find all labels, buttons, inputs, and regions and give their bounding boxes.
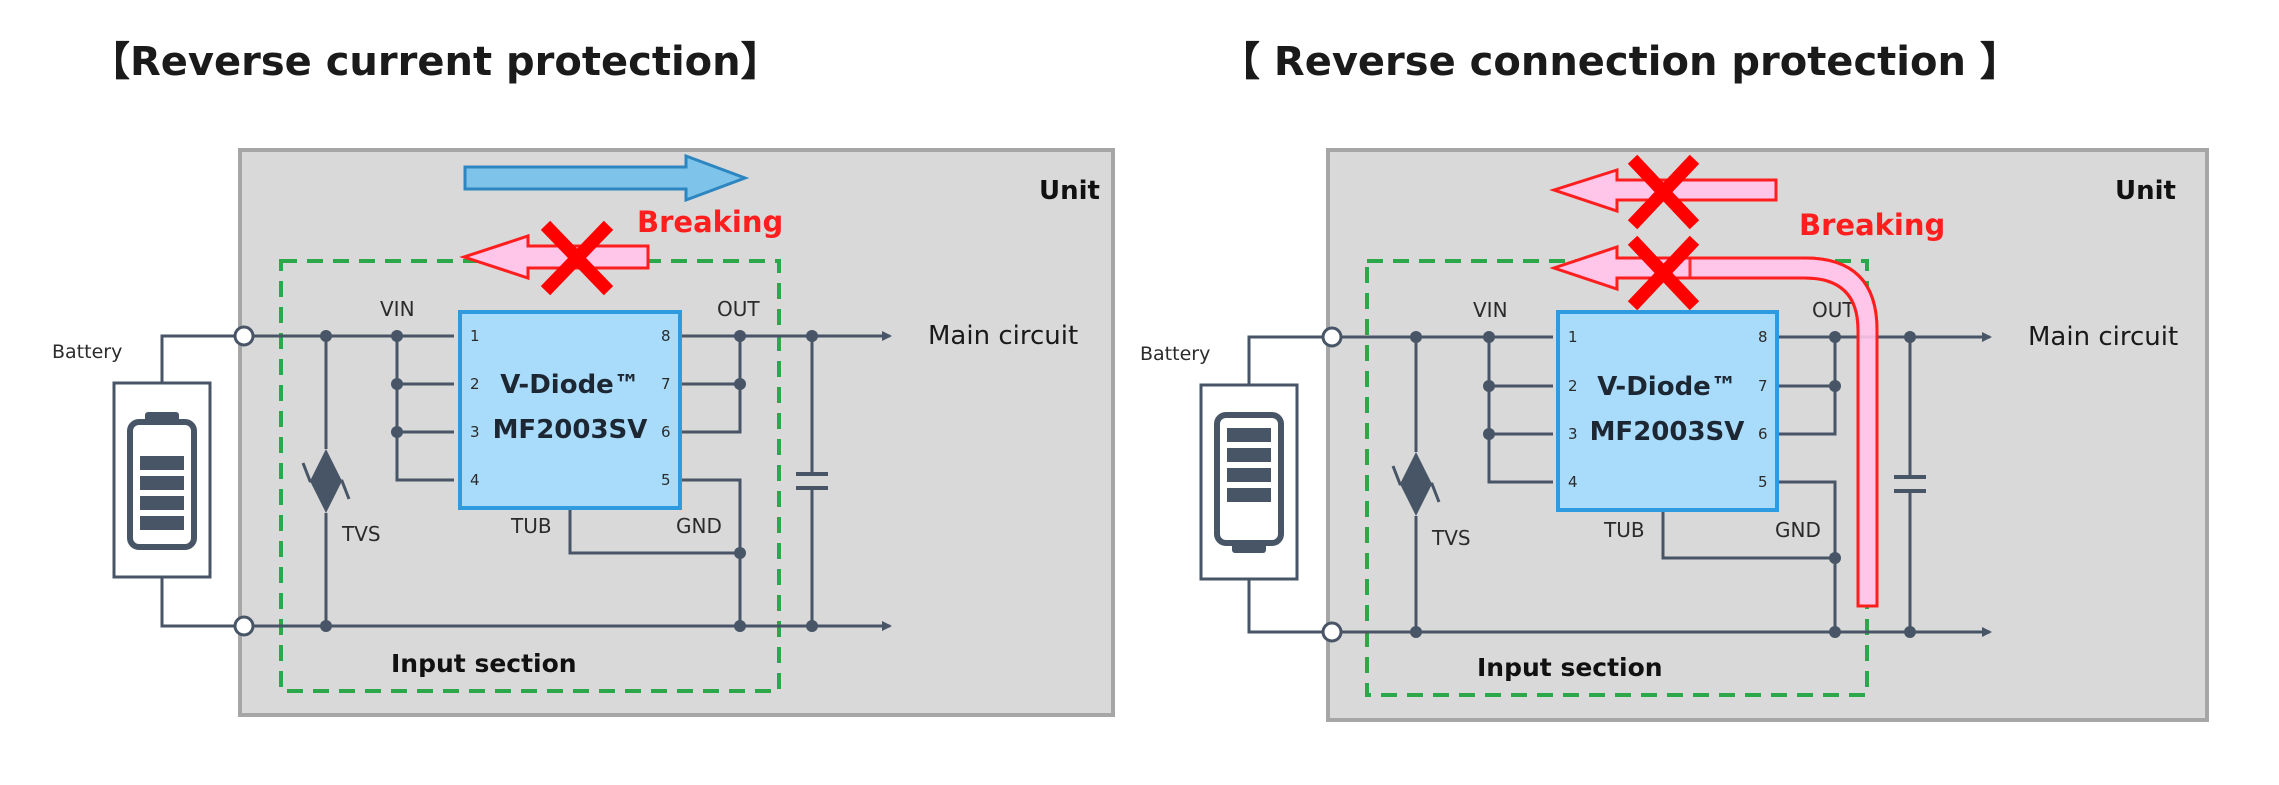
terminal-positive [1321, 326, 1343, 348]
battery-label: Battery [52, 341, 122, 363]
pin-7: 7 [1758, 377, 1768, 395]
pin-5: 5 [661, 471, 671, 489]
panel-title: 【 Reverse connection protection 】 [1220, 39, 2020, 85]
junction-dots [320, 330, 818, 632]
terminal-positive [233, 325, 255, 347]
breaking-label: Breaking [1799, 208, 1945, 242]
out-label: OUT [717, 297, 760, 321]
tvs-diode-symbol [1391, 452, 1441, 516]
vin-label: VIN [380, 297, 415, 321]
pin-1: 1 [1568, 328, 1578, 346]
pin-6: 6 [1758, 425, 1768, 443]
battery-icon [112, 381, 212, 579]
gnd-label: GND [676, 514, 722, 538]
reverse-current-arrow [459, 233, 650, 281]
v-diode-chip [1556, 310, 1779, 512]
pin-5: 5 [1758, 473, 1768, 491]
circuit-wiring [1247, 332, 1992, 637]
panel-reverse-connection: 【 Reverse connection protection 】 Unit I… [1140, 39, 2209, 722]
tub-label: TUB [1603, 518, 1645, 542]
pin-8: 8 [661, 327, 671, 345]
input-section-label: Input section [391, 649, 577, 678]
pin-8: 8 [1758, 328, 1768, 346]
cross-mark [540, 220, 614, 296]
breaking-label: Breaking [637, 205, 783, 239]
panel-reverse-current: 【Reverse current protection】 Unit Input … [52, 39, 1115, 717]
reverse-path-overlay [1688, 256, 1879, 608]
battery-label: Battery [1140, 343, 1210, 365]
pin-3: 3 [470, 423, 480, 441]
pin-6: 6 [661, 423, 671, 441]
chip-part-number: MF2003SV [493, 415, 648, 445]
main-circuit-label: Main circuit [2028, 322, 2178, 352]
panel-title: 【Reverse current protection】 [90, 39, 781, 85]
chip-name: V-Diode™ [1597, 372, 1737, 402]
tvs-diode-symbol [301, 449, 351, 513]
pin-2: 2 [1568, 377, 1578, 395]
tvs-label: TVS [1431, 526, 1471, 550]
cross-mark-bottom [1627, 235, 1700, 311]
cross-mark-top [1627, 154, 1700, 230]
tub-label: TUB [510, 514, 552, 538]
unit-label: Unit [2115, 176, 2176, 206]
pin-7: 7 [661, 375, 671, 393]
terminal-negative [1321, 621, 1343, 643]
pin-3: 3 [1568, 425, 1578, 443]
input-section-label: Input section [1477, 653, 1663, 682]
unit-label: Unit [1039, 176, 1100, 206]
pin-2: 2 [470, 375, 480, 393]
out-label: OUT [1812, 298, 1855, 322]
pin-4: 4 [470, 471, 480, 489]
terminal-negative [233, 615, 255, 637]
chip-part-number: MF2003SV [1590, 417, 1745, 447]
pin-4: 4 [1568, 473, 1578, 491]
gnd-label: GND [1775, 518, 1821, 542]
circuit-wiring [160, 331, 892, 631]
pin-1: 1 [470, 327, 480, 345]
main-circuit-label: Main circuit [928, 321, 1078, 351]
junction-dots [1410, 331, 1916, 638]
vin-label: VIN [1473, 298, 1508, 322]
v-diode-chip [458, 310, 682, 510]
tvs-label: TVS [341, 522, 381, 546]
chip-name: V-Diode™ [500, 370, 640, 400]
battery-icon [1199, 383, 1299, 581]
forward-current-arrow [463, 153, 750, 203]
